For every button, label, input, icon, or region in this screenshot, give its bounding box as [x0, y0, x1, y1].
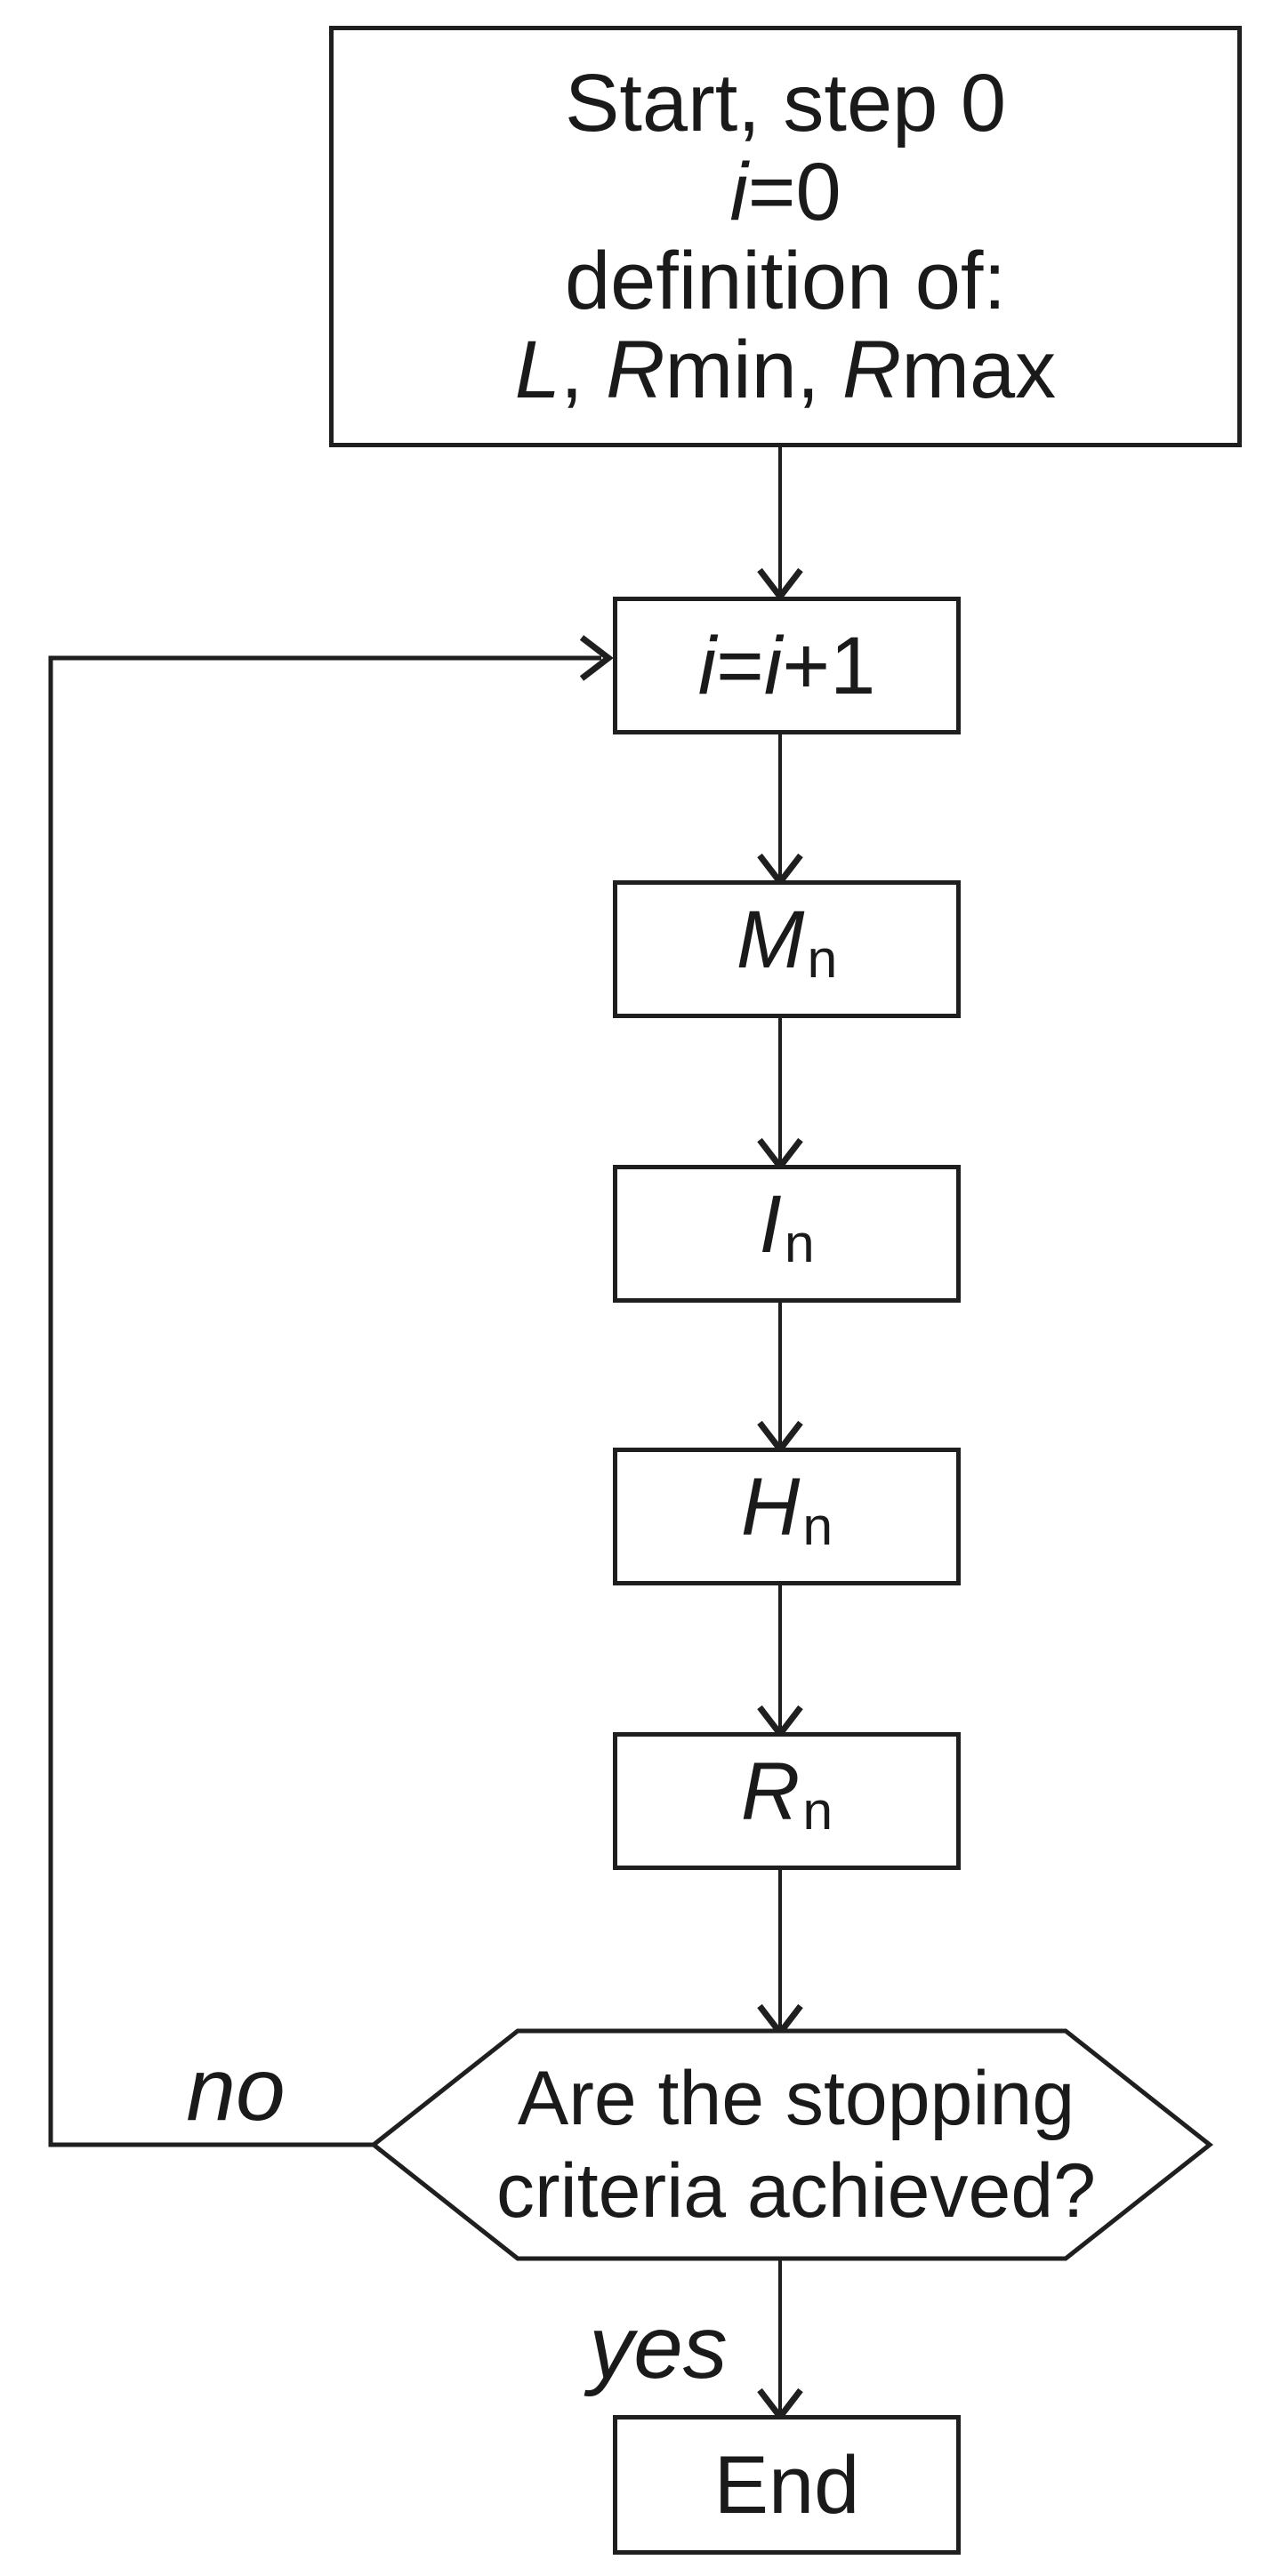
text-line: Start, step 0: [564, 58, 1007, 148]
text-line: End: [713, 2439, 860, 2531]
text-line: L, Rmin, Rmax: [514, 325, 1057, 415]
text-line: i=0: [729, 147, 841, 237]
text-line: Hn: [740, 1462, 833, 1556]
text-line: In: [759, 1179, 815, 1273]
node-end: End: [613, 2415, 961, 2555]
edge-decision-no-loop: [48, 655, 601, 2147]
text-line: Rn: [740, 1746, 833, 1841]
node-m-step: Mn: [613, 880, 961, 1018]
text-line: criteria achieved?: [495, 2148, 1097, 2234]
decision-hexagon-shape: [369, 2028, 1214, 2261]
node-r-step: Rn: [613, 1732, 961, 1870]
text-line: Are the stopping: [517, 2056, 1075, 2141]
text-line: Mn: [736, 895, 838, 989]
node-h-step: Hn: [613, 1448, 961, 1585]
text-line: i=i+1: [697, 620, 876, 711]
edge-label-no: no: [186, 2039, 286, 2139]
edge-label-yes: yes: [589, 2297, 728, 2397]
node-increment: i=i+1: [613, 597, 961, 734]
node-i-step: In: [613, 1165, 961, 1303]
text-line: definition of:: [564, 236, 1007, 326]
arrowhead-loop-into-increment: [579, 635, 614, 681]
